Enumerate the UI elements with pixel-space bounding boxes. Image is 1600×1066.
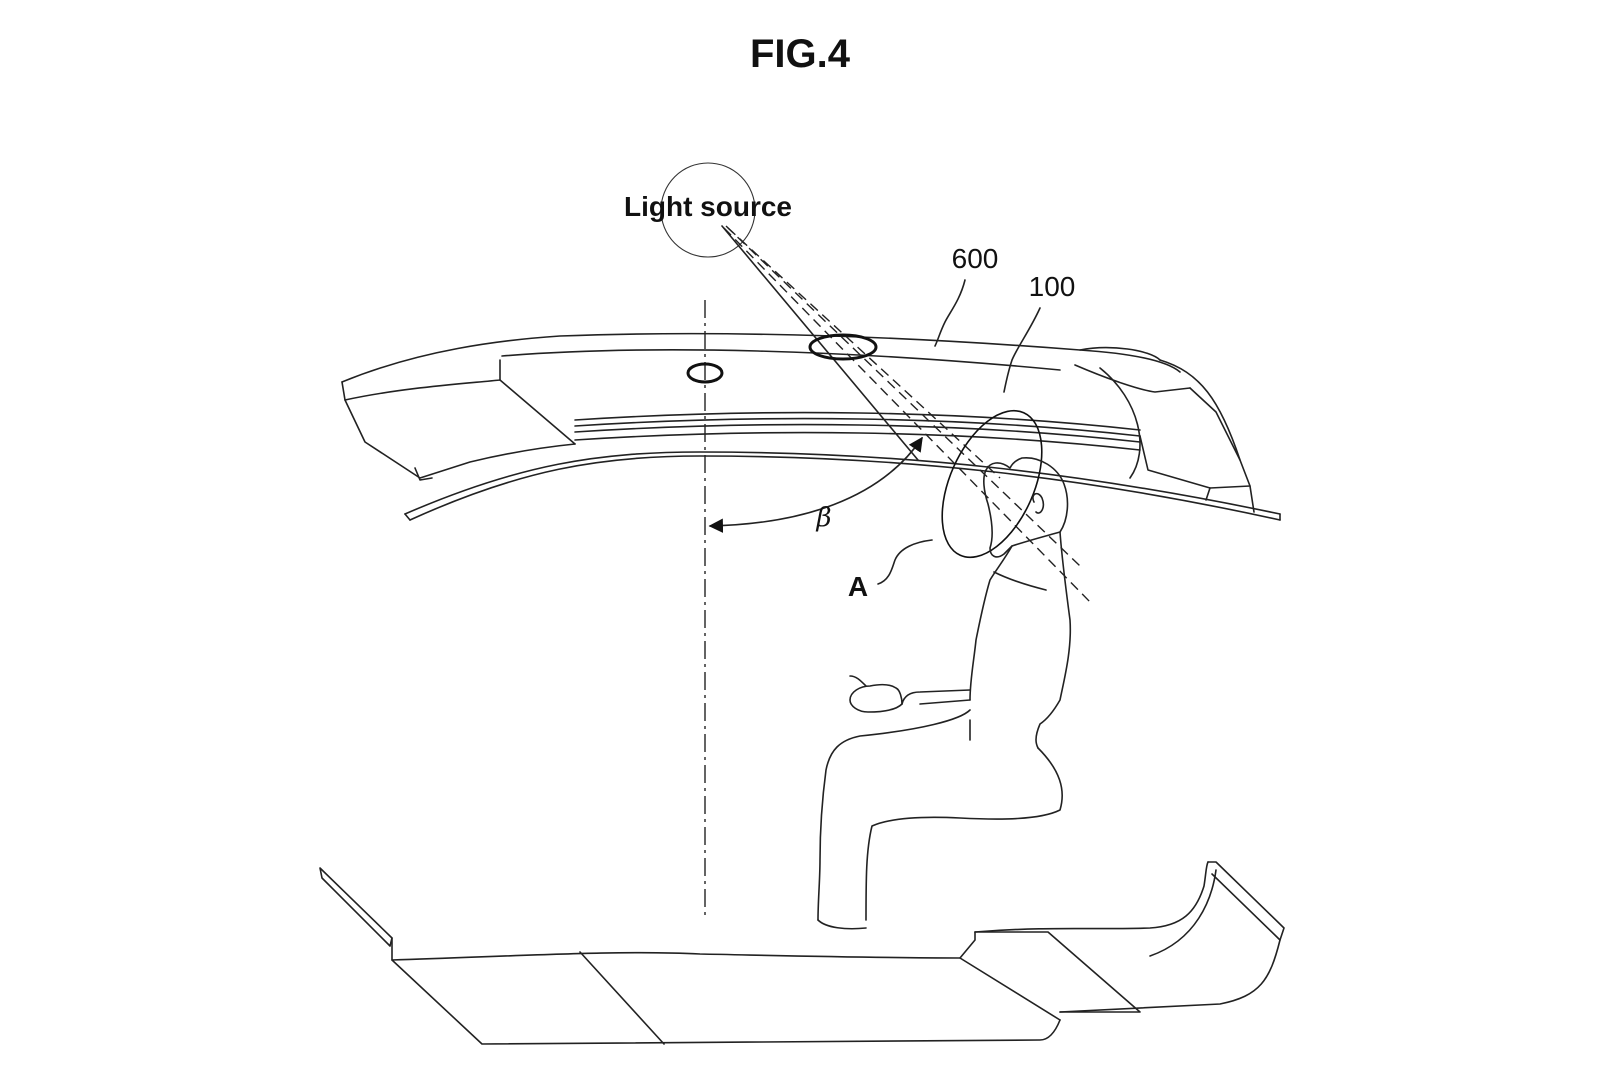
roof-inner-surface — [501, 349, 1061, 371]
region-a-label: A — [848, 571, 868, 602]
light-ray-dashed-2 — [725, 225, 1081, 567]
roof-outer-surface — [341, 332, 1181, 383]
side-rail-bottom — [574, 431, 1141, 451]
light-window-opening — [808, 333, 878, 361]
torso-back — [1035, 531, 1072, 749]
angle-beta: β — [708, 436, 923, 533]
torso-front — [969, 545, 1013, 701]
floor-assembly — [319, 861, 1285, 1045]
side-rail-mid-2 — [574, 423, 1141, 443]
region-a-leader — [877, 539, 933, 585]
leg-front — [817, 709, 971, 921]
floor-rear-inner — [1149, 869, 1217, 957]
angle-arc — [708, 436, 923, 533]
rear-handle — [1074, 364, 1191, 393]
head-outline — [983, 457, 1069, 558]
floor-rear-bottom — [1059, 939, 1281, 1013]
floor-right-slope — [959, 957, 1061, 1021]
floor-step — [974, 931, 1141, 1013]
roof-front-panel — [344, 379, 576, 445]
roof-lower-edge-1 — [409, 455, 1281, 521]
side-rail-mid-1 — [574, 417, 1141, 437]
light-ray-dashed-1 — [723, 227, 1093, 605]
light-source-circle — [660, 162, 756, 258]
roof-lower-edge-caps — [404, 513, 1281, 521]
rear-lower-tab — [1205, 487, 1211, 501]
rear-outer-curve — [1159, 359, 1255, 513]
roof-headliner — [341, 332, 1281, 521]
region-a: A — [848, 539, 933, 602]
floor-rear-flange — [1207, 861, 1285, 941]
reference-100-label: 100 — [1029, 271, 1076, 302]
ear — [1032, 492, 1045, 514]
collar — [993, 571, 1047, 591]
thumb — [849, 675, 867, 687]
small-roof-opening — [686, 362, 724, 384]
reference-600-label: 600 — [952, 243, 999, 274]
reference-100-leader — [1003, 307, 1041, 393]
floor-left-flange — [319, 867, 393, 947]
reference-600-leader — [934, 279, 966, 347]
floor-section-line — [579, 951, 665, 1045]
foot — [817, 919, 867, 930]
reference-600: 600 — [934, 243, 999, 347]
floor-bottom-edge — [391, 959, 1061, 1045]
light-source: Light source — [624, 162, 792, 258]
leg-back — [865, 747, 1063, 921]
reference-100: 100 — [1003, 271, 1076, 393]
roof-front-tab — [414, 467, 433, 481]
region-a-ellipse — [941, 409, 1043, 559]
rear-top-curve — [1079, 346, 1161, 361]
angle-beta-label: β — [815, 503, 831, 533]
hand — [849, 683, 903, 713]
rear-handle-back — [1189, 387, 1241, 461]
floor-rear-top — [974, 861, 1209, 933]
roof-front-edge — [341, 381, 576, 479]
light-ray-solid — [721, 225, 919, 461]
rear-inner-curve — [1099, 367, 1141, 479]
figure-title: FIG.4 — [750, 32, 851, 76]
arm-upper — [901, 689, 971, 705]
side-rail-top — [574, 411, 1141, 431]
arm-lower — [919, 699, 971, 705]
floor-top-surface — [391, 931, 976, 961]
seated-occupant — [817, 457, 1072, 930]
light-source-label: Light source — [624, 191, 792, 222]
roof-lower-edge-2 — [404, 451, 1281, 515]
rear-lower-panel — [1139, 435, 1251, 489]
